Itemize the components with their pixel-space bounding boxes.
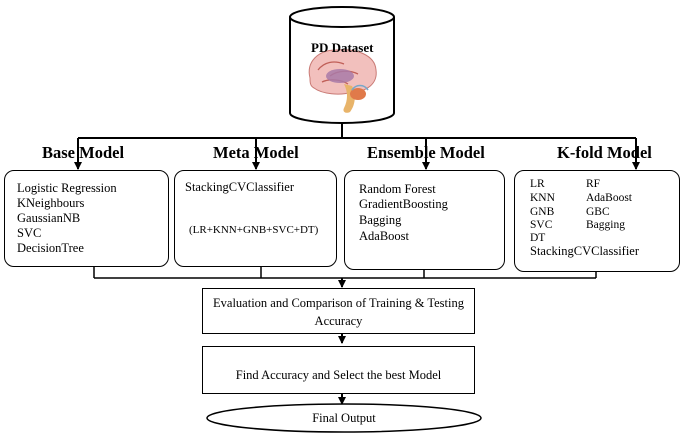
kfold-item: LR <box>530 178 545 190</box>
base-model-item: SVC <box>17 226 42 240</box>
meta-model-item: (LR+KNN+GNB+SVC+DT) <box>189 224 319 236</box>
ensemble-model-item: AdaBoost <box>359 229 409 243</box>
kfold-model-box <box>514 170 680 272</box>
final-output-text: Final Output <box>312 411 376 425</box>
evaluation-box <box>202 288 475 334</box>
base-model-box <box>4 170 169 267</box>
evaluation-text: Evaluation and Comparison of Training & … <box>213 296 464 310</box>
kfold-item: GNB <box>530 206 555 218</box>
dataset-label: PD Dataset <box>311 40 374 55</box>
kfold-item: Bagging <box>586 219 625 231</box>
final-output-ellipse <box>206 403 482 433</box>
base-model-item: KNeighbours <box>17 196 85 210</box>
ensemble-model-item: Bagging <box>359 213 402 227</box>
base-model-item: DecisionTree <box>17 241 84 255</box>
meta-model-title: Meta Model <box>213 143 299 162</box>
meta-model-box <box>174 170 337 267</box>
evaluation-text: Accuracy <box>314 314 363 328</box>
brain-icon <box>308 49 377 113</box>
base-model-title: Base Model <box>42 143 125 162</box>
kfold-item: SVC <box>530 219 553 231</box>
ensemble-model-item: Random Forest <box>359 182 436 196</box>
kfold-item: StackingCVClassifier <box>530 244 640 258</box>
ensemble-model-item: GradientBoosting <box>359 197 448 211</box>
accuracy-text: Find Accuracy and Select the best Model <box>235 368 442 382</box>
kfold-model-title: K-fold Model <box>557 143 652 162</box>
kfold-item: AdaBoost <box>586 192 632 204</box>
kfold-item: DT <box>530 232 546 244</box>
base-model-item: Logistic Regression <box>17 181 117 195</box>
kfold-item: RF <box>586 178 601 190</box>
accuracy-box <box>202 346 475 394</box>
kfold-item: KNN <box>530 192 555 204</box>
meta-model-item: StackingCVClassifier <box>185 180 295 194</box>
base-model-item: GaussianNB <box>17 211 81 225</box>
kfold-item: GBC <box>586 206 610 218</box>
ensemble-model-title: Ensemble Model <box>367 143 485 162</box>
ensemble-model-box <box>344 170 505 270</box>
